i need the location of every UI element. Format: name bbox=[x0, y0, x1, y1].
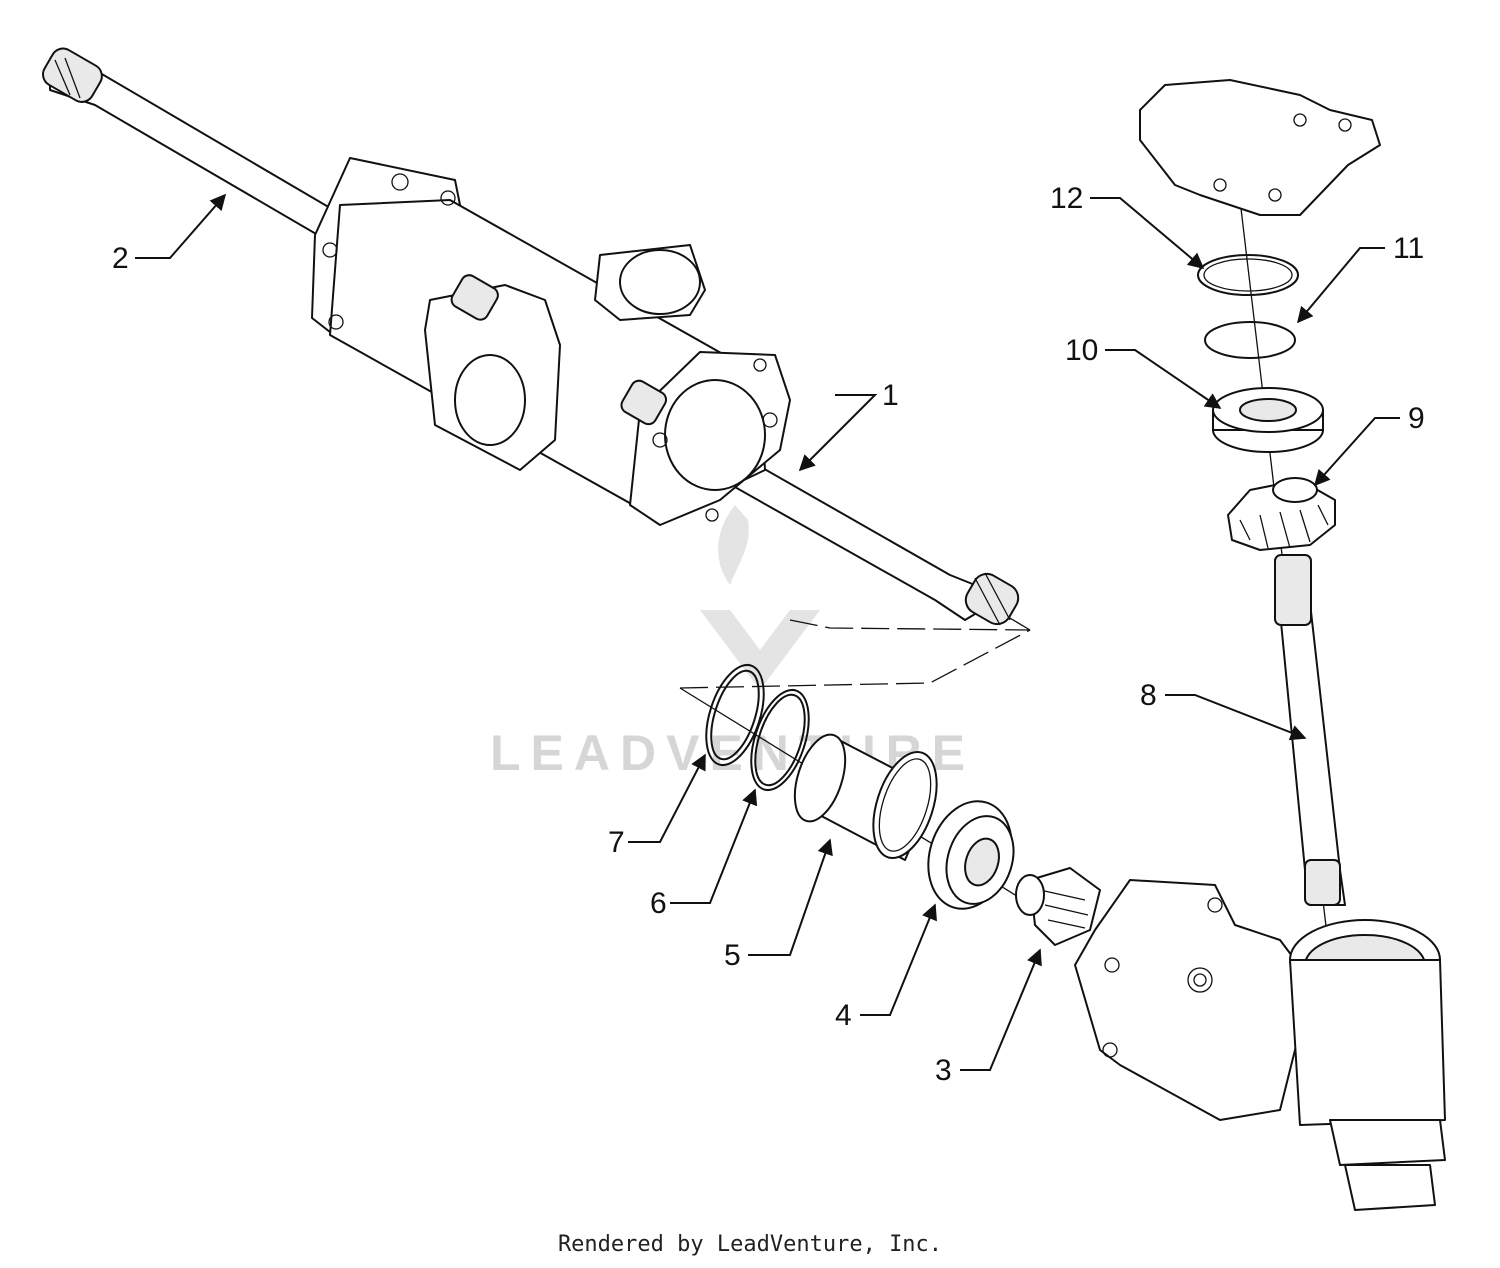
lower-gear-case bbox=[1074, 879, 1446, 1211]
bevel-gear-part-9 bbox=[1227, 477, 1336, 551]
gearbox-housing bbox=[311, 157, 791, 526]
bevel-gear-part-3 bbox=[1015, 867, 1101, 946]
callout-10: 10 bbox=[1065, 334, 1098, 367]
callout-8: 8 bbox=[1140, 679, 1157, 712]
callout-6: 6 bbox=[650, 887, 667, 920]
callout-9: 9 bbox=[1408, 402, 1425, 435]
leader-lines bbox=[135, 193, 1400, 1071]
sleeve-part-5 bbox=[793, 733, 938, 861]
ring-part-11 bbox=[1204, 321, 1296, 359]
bearing-part-4 bbox=[927, 800, 1015, 910]
top-cover bbox=[1139, 79, 1381, 216]
vertical-shaft-part-8 bbox=[1274, 554, 1346, 906]
bearing-part-10 bbox=[1212, 387, 1324, 453]
snap-ring-part-12 bbox=[1197, 254, 1299, 296]
callout-labels: 1 2 3 4 5 6 7 8 9 10 11 12 bbox=[112, 182, 1425, 1087]
footer-credit: Rendered by LeadVenture, Inc. bbox=[557, 1232, 943, 1257]
callout-12: 12 bbox=[1050, 182, 1083, 215]
callout-4: 4 bbox=[835, 999, 852, 1032]
callout-1: 1 bbox=[882, 379, 899, 412]
ring-part-6 bbox=[750, 688, 810, 792]
callout-3: 3 bbox=[935, 1054, 952, 1087]
callout-5: 5 bbox=[724, 939, 741, 972]
watermark: LEADVENTURE bbox=[490, 505, 965, 781]
callout-2: 2 bbox=[112, 242, 129, 275]
callout-11: 11 bbox=[1393, 232, 1424, 265]
callout-7: 7 bbox=[608, 826, 625, 859]
